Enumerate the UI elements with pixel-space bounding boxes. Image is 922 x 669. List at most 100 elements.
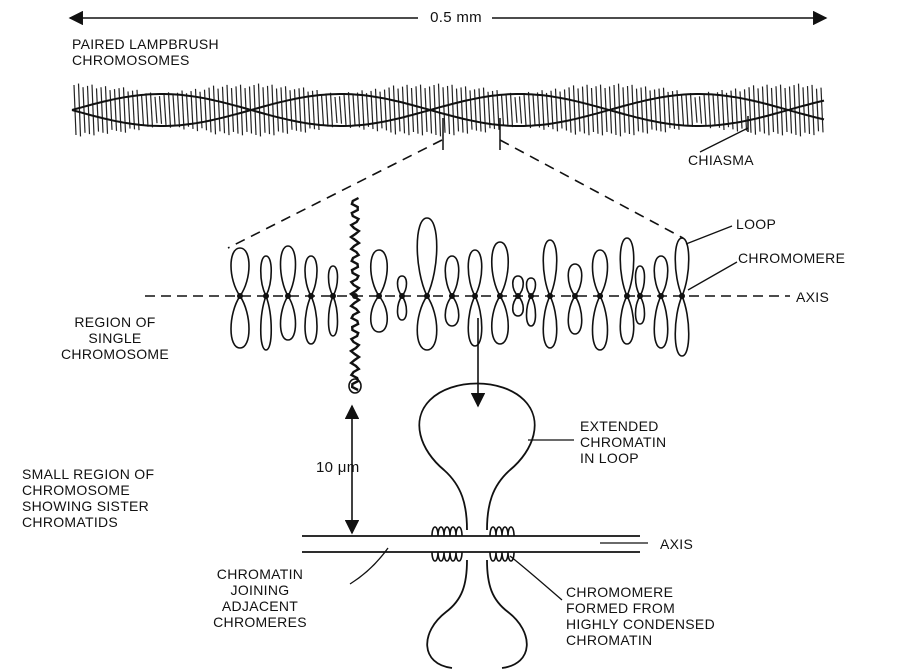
chromatin-loop xyxy=(620,238,634,344)
bristle-loop xyxy=(218,89,220,132)
chromomere-dot xyxy=(330,293,336,299)
bristle-loop xyxy=(758,88,760,131)
bristle-loop xyxy=(187,93,189,126)
bristle-loop xyxy=(322,94,324,126)
chromomere-dot xyxy=(679,293,685,299)
bristle-loop xyxy=(565,89,567,130)
bristle-loop xyxy=(119,88,121,132)
chromomere-dot xyxy=(449,293,455,299)
bristle-loop xyxy=(754,85,756,134)
paired-chromosomes xyxy=(72,84,824,150)
bristle-loop xyxy=(295,89,297,130)
bristle-loop xyxy=(155,97,157,123)
loop-label: LOOP xyxy=(736,216,776,232)
small-region-label: SMALL REGION OF CHROMOSOME SHOWING SISTE… xyxy=(22,466,154,530)
chromomere-dot xyxy=(237,293,243,299)
bristle-loop xyxy=(709,92,711,128)
bristle-loop xyxy=(110,90,112,130)
chiasma-label: CHIASMA xyxy=(688,152,754,168)
bristle-loop xyxy=(421,85,423,136)
bristle-loop xyxy=(272,85,274,136)
chromomere-dot xyxy=(572,293,578,299)
bristle-loop xyxy=(286,86,288,133)
bristle-loop xyxy=(434,85,436,135)
chromomere-label: CHROMOMERE xyxy=(738,250,845,266)
bristle-loop xyxy=(817,89,819,132)
bristle-loop xyxy=(623,87,625,132)
bristle-loop xyxy=(574,85,576,134)
bristle-loop xyxy=(749,87,751,132)
bristle-loop xyxy=(263,87,265,133)
bristle-loop xyxy=(259,84,261,137)
bristle-loop xyxy=(583,87,585,134)
chromatin-loop xyxy=(261,256,272,350)
joining-label: CHROMATIN JOINING ADJACENT CHROMERES xyxy=(170,566,350,630)
bristle-loop xyxy=(416,86,418,133)
bristle-loop xyxy=(182,90,184,129)
bristle-loop xyxy=(547,93,549,127)
bristle-loop xyxy=(106,86,108,134)
bristle-loop xyxy=(349,92,351,128)
bristle-loop xyxy=(601,85,603,136)
bristle-loop xyxy=(511,93,513,127)
bristle-loop xyxy=(664,88,666,133)
bristle-loop xyxy=(412,88,414,132)
bristle-loop xyxy=(448,86,450,134)
bristle-loop xyxy=(398,89,400,132)
chromomere-dot xyxy=(472,293,478,299)
paired-label: PAIRED LAMPBRUSH CHROMOSOMES xyxy=(72,36,219,68)
micron-scale-label: 10 μm xyxy=(316,460,360,476)
bristle-loop xyxy=(304,87,306,132)
bristle-loop xyxy=(632,85,634,135)
bristle-loop xyxy=(646,86,648,133)
bristle-loop xyxy=(83,87,85,133)
bristle-loop xyxy=(344,94,346,125)
bristle-loop xyxy=(596,86,598,133)
bristle-loop xyxy=(803,87,805,132)
bristle-loop xyxy=(457,89,459,132)
bristle-loop xyxy=(124,87,126,132)
bristle-loop xyxy=(326,93,328,126)
chromomere-dot xyxy=(263,293,269,299)
bristle-loop xyxy=(164,95,166,126)
bristle-loop xyxy=(772,88,774,132)
bristle-loop xyxy=(214,86,216,135)
bristle-loop xyxy=(407,85,409,135)
bristle-loop xyxy=(718,92,720,127)
chromomere-dot xyxy=(285,293,291,299)
bristle-loop xyxy=(160,96,162,124)
bristle-loop xyxy=(587,85,589,136)
chromatin-loop xyxy=(654,256,668,348)
chromomere-dot xyxy=(528,293,534,299)
bristle-loop xyxy=(79,84,81,137)
chromatin-loop xyxy=(417,218,437,350)
chromomere-dot xyxy=(308,293,314,299)
bristle-loop xyxy=(439,84,441,137)
bristle-loop xyxy=(614,85,616,135)
bristle-loop xyxy=(223,87,225,134)
bristle-loop xyxy=(173,95,175,125)
bristle-loop xyxy=(812,85,814,135)
bristle-loop xyxy=(515,97,517,123)
bristle-loop xyxy=(655,89,657,130)
bristle-loop xyxy=(358,93,360,128)
chiasma-pointer xyxy=(700,128,748,152)
bristle-loop xyxy=(241,85,243,136)
bristle-loop xyxy=(97,88,99,131)
bristle-loop xyxy=(376,89,378,131)
bristle-loop xyxy=(227,85,229,135)
bristle-loop xyxy=(232,88,234,132)
bristle-loop xyxy=(691,93,693,127)
bristle-loop xyxy=(452,85,454,136)
bristle-loop xyxy=(821,88,823,133)
bristle-loop xyxy=(299,88,301,131)
bristle-loop xyxy=(196,89,198,131)
bristle-loop xyxy=(808,86,810,134)
bristle-loop xyxy=(290,90,292,130)
bristle-loop xyxy=(88,86,90,134)
bristle-loop xyxy=(394,85,396,134)
bristle-loop xyxy=(277,88,279,131)
chromomere-dot xyxy=(376,293,382,299)
bristle-loop xyxy=(799,84,801,137)
bristle-loop xyxy=(529,92,531,128)
